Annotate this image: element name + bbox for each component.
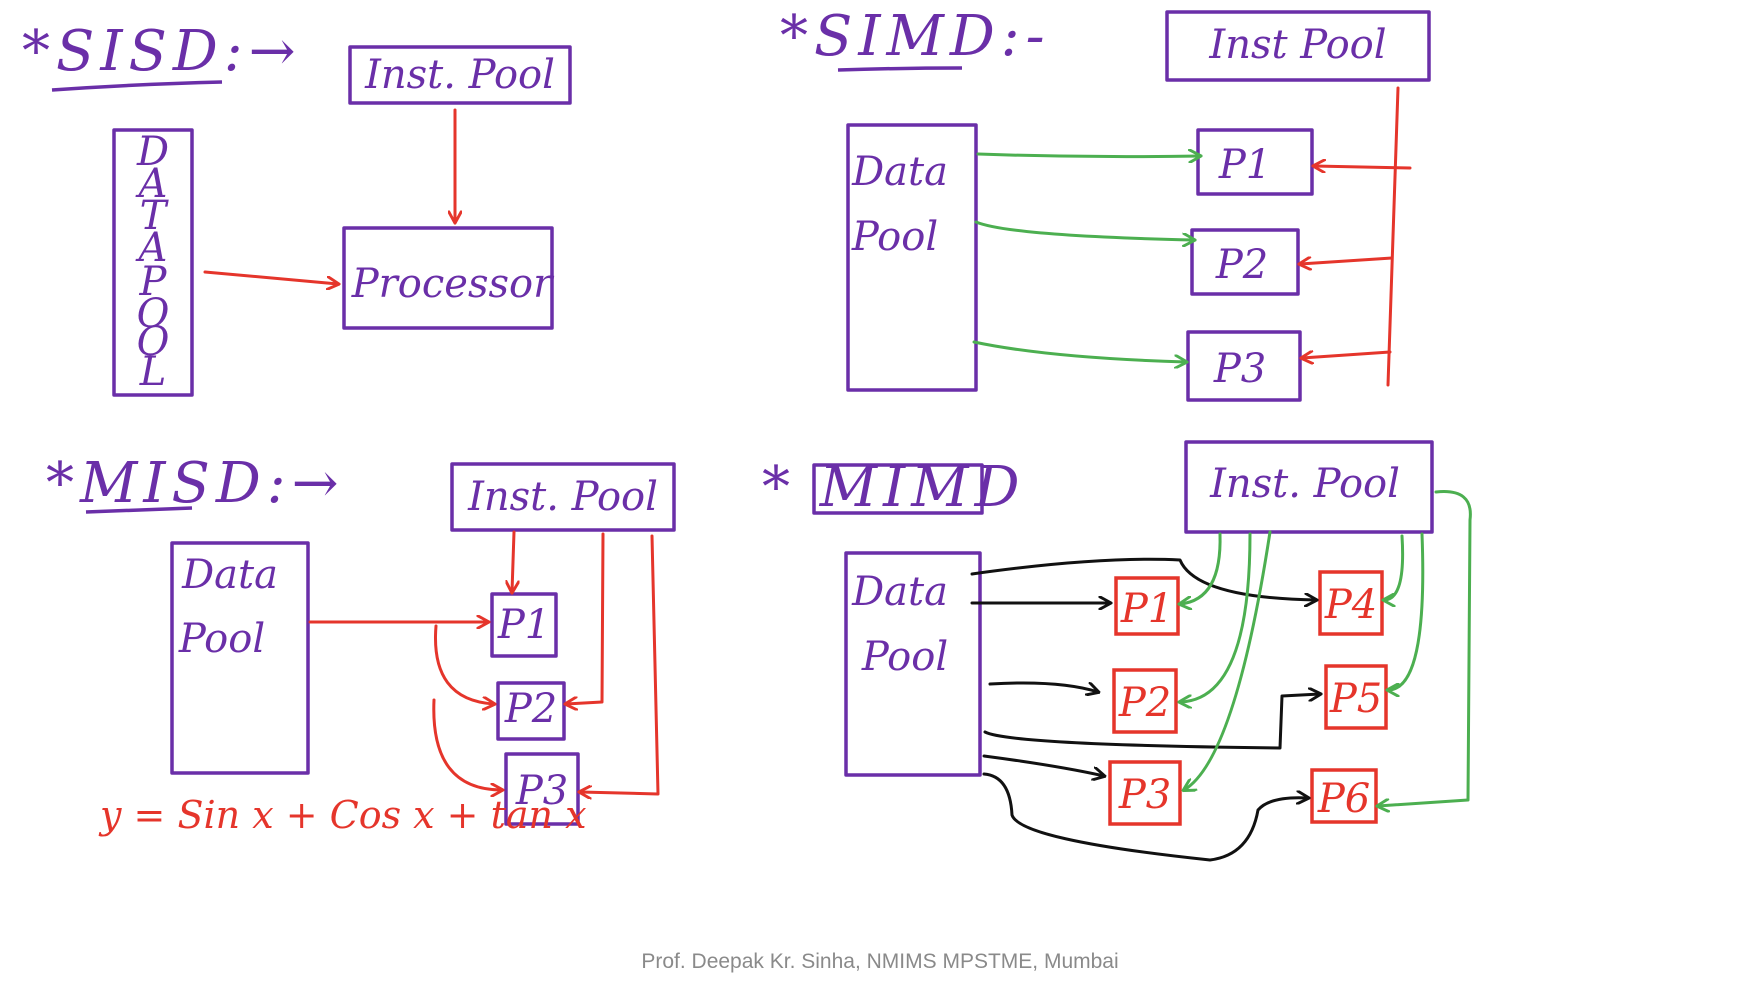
simd-title: *SIMD:- — [780, 4, 1051, 69]
misd-data-pool-label-line2: Pool — [178, 616, 265, 662]
misd-instruction-arrow-p2 — [566, 532, 605, 704]
mimd-p2-box — [1112, 668, 1178, 734]
misd-p1-box — [490, 592, 558, 658]
simd-data-arrow-p1 — [976, 154, 1200, 157]
simd-data-pool-box — [846, 123, 978, 392]
simd-title-underline — [837, 66, 963, 72]
sisd-data-pool-letter: A — [135, 161, 168, 207]
sisd-processor-label: Processor — [351, 261, 555, 307]
simd-data-arrow-p3 — [972, 340, 1186, 362]
sisd-data-pool-letter: P — [139, 259, 168, 305]
misd-inst-pool-box — [450, 462, 676, 532]
misd-data-pool-label-line1: Data — [181, 552, 278, 598]
simd-data-arrow-p2 — [974, 220, 1194, 240]
sisd-processor-box — [342, 226, 554, 330]
mimd-inst-pool-box — [1184, 440, 1434, 534]
simd-data-pool-label-line1: Data — [851, 149, 948, 195]
mimd-inst-pool-label: Inst. Pool — [1209, 461, 1400, 507]
mimd-data-arrow-p6 — [982, 772, 1308, 862]
misd-data-arrow-p3 — [432, 698, 502, 790]
sisd-data-pool-letter: O — [137, 319, 170, 365]
simd-inst-pool-box — [1165, 10, 1431, 82]
sisd-section: *SISD:→ Inst. Pool D A T A P O O L Proce… — [22, 19, 572, 397]
misd-instruction-arrow-p3 — [580, 534, 660, 794]
sisd-data-pool-letter: O — [137, 291, 170, 337]
mimd-p3-box — [1108, 760, 1182, 826]
mimd-section: * MIMD Inst. Pool Data Pool P1 P2 P3 P4 … — [762, 440, 1472, 862]
misd-section: *MISD:→ Inst. Pool Data Pool P1 P2 P3 y … — [46, 451, 676, 837]
misd-title: *MISD:→ — [46, 451, 345, 516]
simd-instruction-arrow-p1 — [1314, 166, 1412, 168]
mimd-instruction-arrow-p6 — [1378, 490, 1472, 806]
misd-data-pool-box — [170, 541, 310, 775]
simd-instruction-bus — [1386, 86, 1400, 387]
misd-data-arrow-p2 — [433, 624, 494, 704]
misd-p3-label: P3 — [515, 768, 568, 814]
mimd-data-arrow-p5 — [983, 694, 1320, 750]
simd-section: *SIMD:- Inst Pool Data Pool P1 P2 P3 — [780, 4, 1431, 402]
mimd-instruction-arrow-p3 — [1184, 530, 1272, 790]
sisd-title: *SISD:→ — [22, 19, 302, 84]
mimd-p6-label: P6 — [1317, 776, 1370, 822]
sisd-data-pool-letter: T — [140, 193, 170, 239]
simd-data-pool-label-line2: Pool — [851, 214, 938, 260]
misd-p2-label: P2 — [504, 686, 557, 732]
mimd-p3-label: P3 — [1118, 772, 1171, 818]
mimd-data-arrow-p3 — [982, 754, 1104, 776]
mimd-p5-label: P5 — [1329, 676, 1382, 722]
simd-p1-label: P1 — [1218, 142, 1271, 188]
sisd-data-pool-letter: L — [139, 349, 167, 395]
misd-instruction-arrow-p1 — [512, 530, 514, 592]
sisd-inst-pool-label: Inst. Pool — [364, 52, 555, 98]
sisd-data-pool-box — [112, 128, 194, 397]
sisd-inst-pool-box — [348, 45, 572, 105]
sisd-data-pool-letter: D — [136, 129, 169, 175]
sisd-data-pool-letter: A — [135, 225, 168, 271]
mimd-instruction-arrow-p5 — [1388, 532, 1425, 690]
mimd-data-arrow-p2 — [988, 681, 1098, 692]
simd-inst-pool-label: Inst Pool — [1208, 22, 1386, 68]
sisd-data-arrow — [203, 270, 338, 284]
mimd-instruction-arrow-p4 — [1384, 534, 1405, 600]
mimd-title-box — [812, 463, 984, 515]
simd-p3-label: P3 — [1213, 346, 1266, 392]
mimd-p2-label: P2 — [1118, 680, 1171, 726]
mimd-p4-label: P4 — [1324, 582, 1377, 628]
simd-p2-label: P2 — [1215, 242, 1268, 288]
mimd-data-pool-label-line2: Pool — [861, 634, 948, 680]
mimd-p1-label: P1 — [1120, 586, 1173, 632]
simd-instruction-arrow-p3 — [1302, 352, 1392, 358]
mimd-instruction-arrow-p1 — [1180, 532, 1222, 604]
footer-credit: Prof. Deepak Kr. Sinha, NMIMS MPSTME, Mu… — [641, 950, 1119, 973]
misd-p1-label: P1 — [497, 602, 550, 648]
mimd-instruction-arrow-p2 — [1180, 532, 1252, 702]
sisd-data-pool-letters: D A T A P O O L — [135, 129, 170, 395]
simd-instruction-arrow-p2 — [1300, 258, 1394, 264]
mimd-data-pool-label-line1: Data — [851, 569, 948, 615]
mimd-data-pool-box — [844, 551, 982, 777]
mimd-p6-box — [1310, 768, 1378, 824]
sisd-title-underline — [51, 80, 223, 92]
misd-title-underline — [85, 506, 193, 514]
misd-equation: y = Sin x + Cos x + tan x — [98, 793, 587, 837]
misd-inst-pool-label: Inst. Pool — [467, 474, 658, 520]
